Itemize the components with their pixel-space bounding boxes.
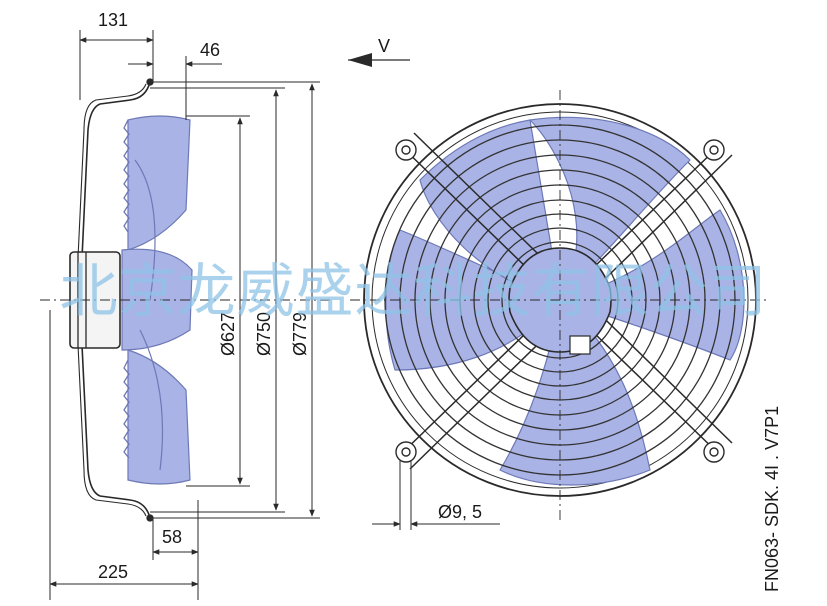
model-code: FN063- SDK. 4I . V7P1 xyxy=(762,406,782,592)
mount-holes xyxy=(395,139,725,463)
dim-627: Ø627 xyxy=(218,312,238,356)
airflow-label: V xyxy=(378,36,390,56)
front-blades xyxy=(385,116,745,486)
hole-dimension xyxy=(372,460,500,530)
dim-779: Ø779 xyxy=(290,312,310,356)
airflow-arrow-head xyxy=(348,53,372,67)
side-blades xyxy=(121,115,193,485)
dim-225: 225 xyxy=(98,562,128,582)
front-view xyxy=(350,90,770,520)
side-view xyxy=(40,78,330,522)
dim-750: Ø750 xyxy=(254,312,274,356)
dim-58: 58 xyxy=(162,527,182,547)
dim-hole: Ø9, 5 xyxy=(438,502,482,522)
side-dimensions xyxy=(49,30,320,600)
dim-46: 46 xyxy=(200,40,220,60)
dim-131: 131 xyxy=(98,10,128,30)
